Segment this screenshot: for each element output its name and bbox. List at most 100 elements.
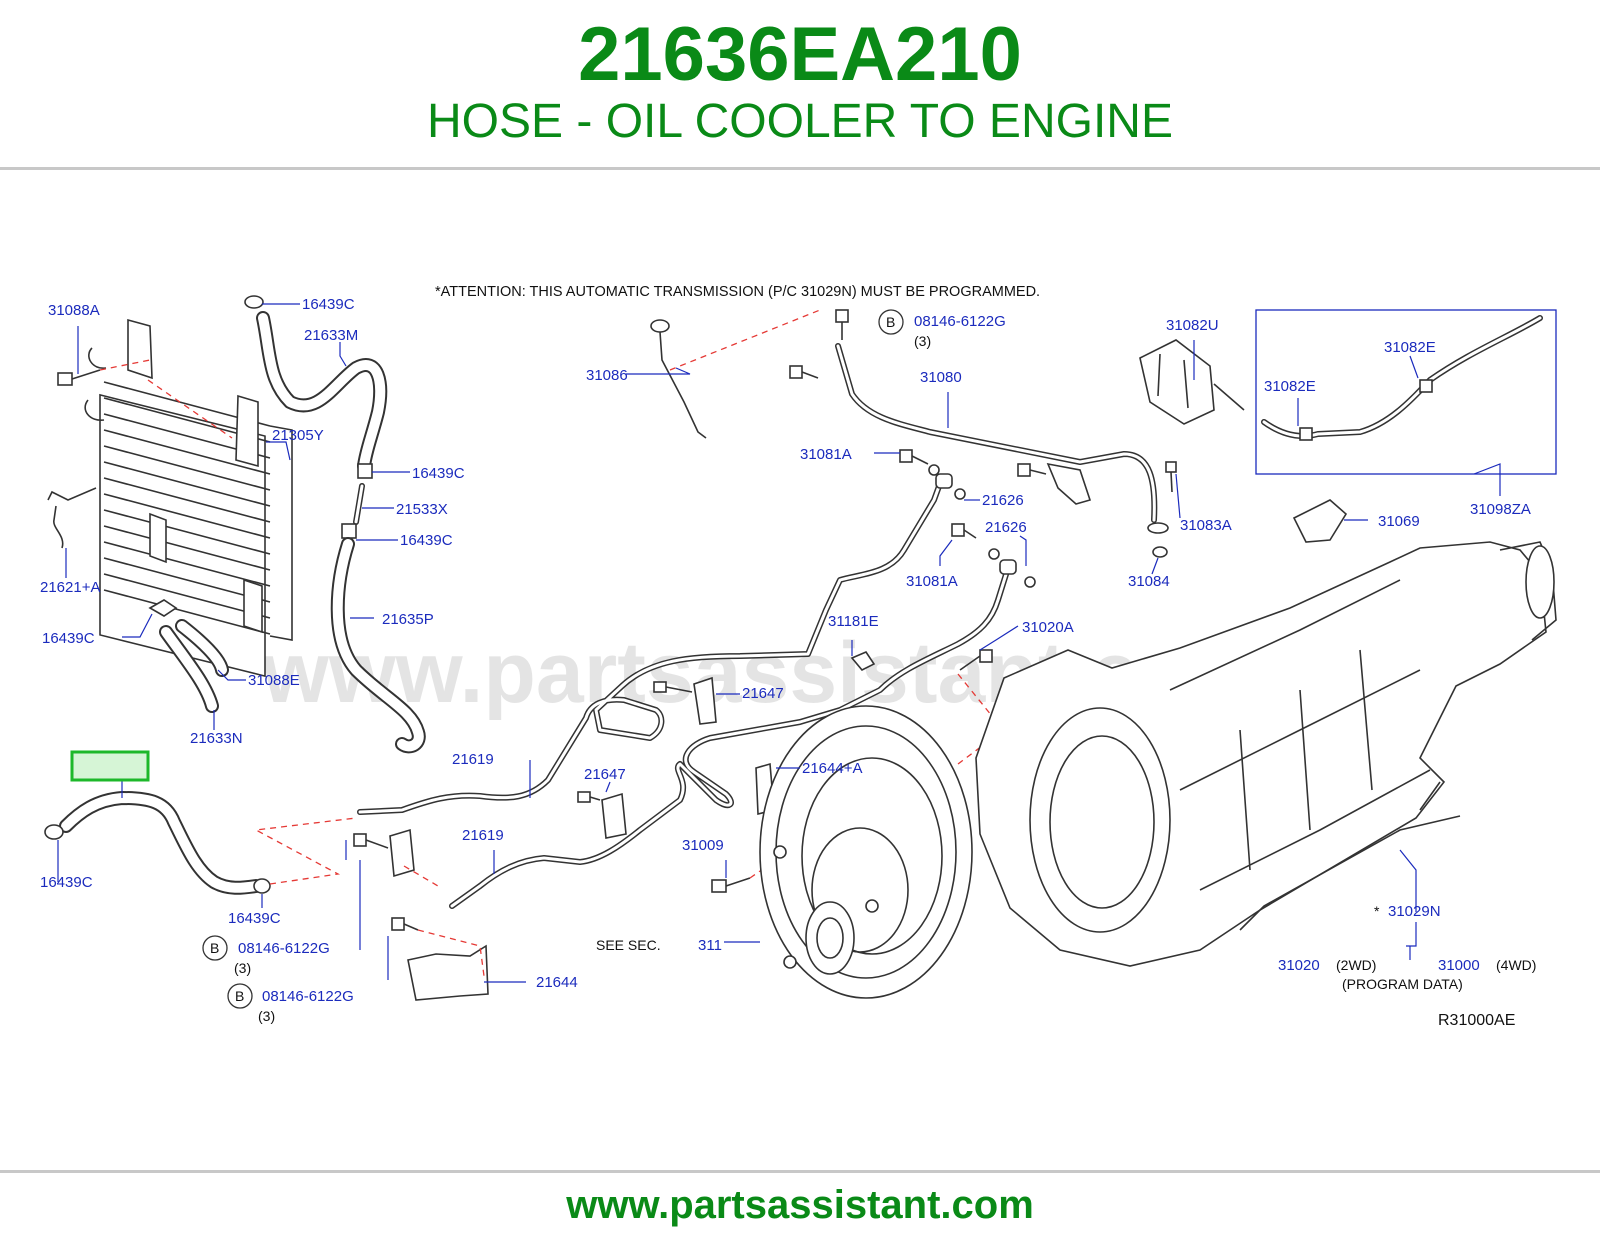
label-31029N[interactable]: 31029N	[1388, 903, 1441, 920]
label-31081A-lower[interactable]: 31081A	[906, 573, 958, 590]
assembly-line-center	[403, 865, 439, 887]
assembly-line	[99, 359, 233, 439]
label-21644A[interactable]: 21644+A	[802, 760, 862, 777]
svg-text:B: B	[210, 940, 219, 956]
diagram-code: R31000AE	[1438, 1012, 1515, 1029]
bolt-upper-tube	[789, 365, 819, 379]
unit-31082U-detail	[1157, 353, 1245, 411]
label-31181E[interactable]: 31181E	[828, 613, 879, 630]
label-21626-upper[interactable]: 21626	[982, 492, 1024, 509]
label-21626-lower[interactable]: 21626	[985, 519, 1027, 536]
label-31069[interactable]: 31069	[1378, 513, 1420, 530]
grommet-31083A	[1147, 522, 1169, 534]
cooler-bracket-low	[149, 512, 167, 564]
label-16439C-top[interactable]: 16439C	[302, 296, 355, 313]
label-21635P[interactable]: 21635P	[382, 611, 434, 628]
label-21533X[interactable]: 21533X	[396, 501, 448, 518]
bolt-31020A	[959, 649, 993, 671]
hose-21635P	[330, 537, 426, 754]
label-21644[interactable]: 21644	[536, 974, 578, 991]
label-21633N[interactable]: 21633N	[190, 730, 243, 747]
bracket-21621A	[47, 487, 97, 549]
attention-note: *ATTENTION: THIS AUTOMATIC TRANSMISSION …	[435, 284, 1040, 300]
washer-21626-b1	[988, 548, 1000, 560]
page-header: 21636EA210 HOSE - OIL COOLER TO ENGINE	[0, 0, 1600, 168]
label-21305Y[interactable]: 21305Y	[272, 427, 324, 444]
label-31088A[interactable]: 31088A	[48, 302, 100, 319]
label-08146-top[interactable]: 08146-6122G	[914, 313, 1006, 330]
label-31082E-left[interactable]: 31082E	[1264, 378, 1316, 395]
clamp-16439C-upper	[357, 463, 373, 479]
label-08146-left-1[interactable]: 08146-6122G	[238, 940, 330, 957]
see-section-text: SEE SEC.	[596, 937, 661, 953]
callout-b-left-2: B	[227, 983, 253, 1009]
oring-31084	[1152, 546, 1168, 558]
bracket-clip-center	[353, 828, 415, 878]
label-31080[interactable]: 31080	[920, 369, 962, 386]
qty-left-2: (3)	[258, 1008, 275, 1024]
label-08146-left-2[interactable]: 08146-6122G	[262, 988, 354, 1005]
label-16439C-small[interactable]: 16439C	[42, 630, 95, 647]
bolt-31083A	[1165, 461, 1177, 493]
cooler-bracket-top	[127, 318, 153, 380]
unit-31082U	[1139, 339, 1215, 425]
label-31020[interactable]: 31020	[1278, 957, 1320, 974]
label-31020A[interactable]: 31020A	[1022, 619, 1074, 636]
pipe-21619-upper	[357, 475, 945, 815]
label-31029N-star: *	[1374, 903, 1380, 919]
cooler-fins	[103, 381, 293, 641]
bracket-21647-upper	[653, 676, 717, 725]
label-21621A[interactable]: 21621+A	[40, 579, 100, 596]
harness-kit-box	[1255, 309, 1557, 475]
label-31086[interactable]: 31086	[586, 367, 628, 384]
label-16439C-hose-right[interactable]: 16439C	[228, 910, 281, 927]
label-program-data: (PROGRAM DATA)	[1342, 976, 1463, 992]
cooler-bracket-bottom	[243, 578, 263, 634]
washer-21626-b2	[1024, 576, 1036, 588]
label-21619-upper[interactable]: 21619	[452, 751, 494, 768]
clamp-16439C-hose-left	[44, 824, 64, 840]
tube-bracket	[1046, 462, 1092, 505]
bracket-21647-lower	[577, 791, 627, 839]
label-16439C-upper[interactable]: 16439C	[412, 465, 465, 482]
hose-21633M	[256, 311, 388, 473]
header-divider	[0, 167, 1600, 170]
see-section-ref[interactable]: 311	[698, 937, 722, 954]
label-21647-upper[interactable]: 21647	[742, 685, 784, 702]
clip-31181E	[850, 651, 876, 671]
label-31088E[interactable]: 31088E	[248, 672, 300, 689]
bracket-31069	[1292, 499, 1348, 543]
label-31081A-upper[interactable]: 31081A	[800, 446, 852, 463]
oil-cooler-illustration	[84, 318, 293, 678]
cooler-bracket-mid	[235, 394, 259, 468]
footer-divider	[0, 1170, 1600, 1173]
label-31000[interactable]: 31000	[1438, 957, 1480, 974]
label-31084[interactable]: 31084	[1128, 573, 1170, 590]
bolt-31009	[711, 877, 751, 893]
label-31098ZA[interactable]: 31098ZA	[1470, 501, 1531, 518]
highlight-box-21636M	[70, 750, 150, 782]
part-description-title: HOSE - OIL COOLER TO ENGINE	[427, 95, 1173, 148]
label-31083A[interactable]: 31083A	[1180, 517, 1232, 534]
label-21619-lower[interactable]: 21619	[462, 827, 504, 844]
label-16439C-lower[interactable]: 16439C	[400, 532, 453, 549]
label-2wd: (2WD)	[1336, 957, 1376, 973]
hose-21636M-highlighted-part	[59, 791, 263, 895]
label-21633M[interactable]: 21633M	[304, 327, 358, 344]
footer-website[interactable]: www.partsassistant.com	[566, 1183, 1034, 1227]
label-31082U[interactable]: 31082U	[1166, 317, 1219, 334]
transmission-assembly	[975, 541, 1557, 967]
label-31009[interactable]: 31009	[682, 837, 724, 854]
washer-21626-a2	[954, 488, 966, 500]
dipstick-tube-31080	[835, 343, 1158, 523]
assembly-line-dipstick	[669, 309, 821, 371]
clamp-16439C-top	[244, 295, 264, 309]
clip-31082E-right	[1419, 379, 1433, 393]
label-4wd: (4WD)	[1496, 957, 1536, 973]
clip-31082E-left	[1299, 427, 1313, 441]
label-31082E-right[interactable]: 31082E	[1384, 339, 1436, 356]
label-16439C-hose-left[interactable]: 16439C	[40, 874, 93, 891]
clamp-16439C-small	[148, 599, 178, 617]
washer-21626-a1	[928, 464, 940, 476]
label-21647-lower[interactable]: 21647	[584, 766, 626, 783]
